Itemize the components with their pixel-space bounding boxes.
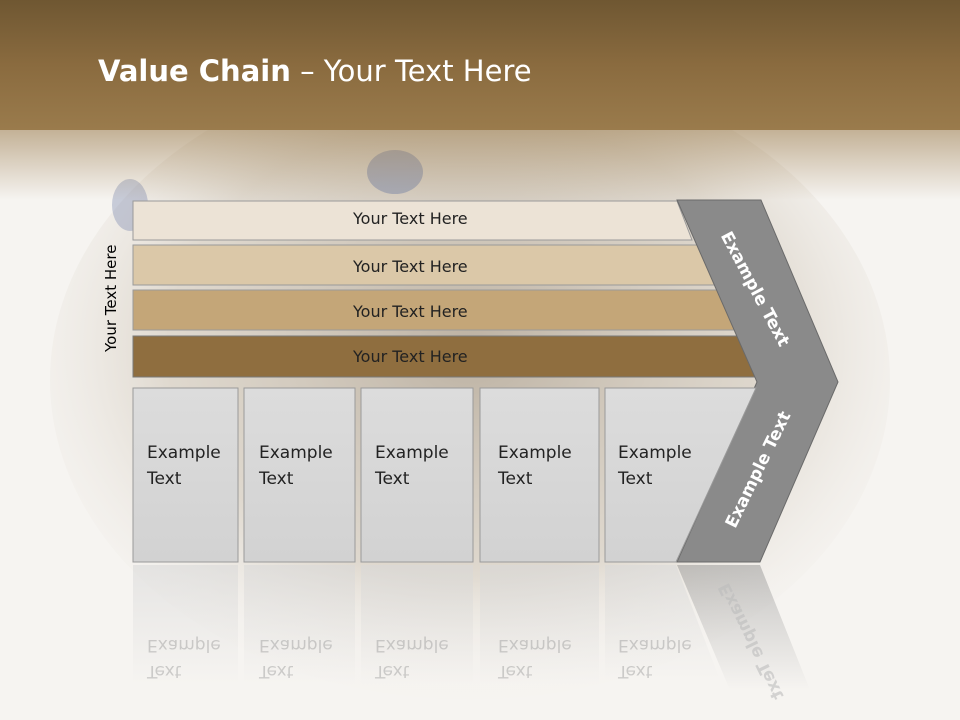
cell-3-reflection-line1: Example — [375, 635, 449, 655]
cell-reflection-2 — [244, 565, 355, 685]
cell-reflection-3 — [361, 565, 473, 685]
cell-3 — [360, 387, 474, 563]
cell-3-line2: Text — [375, 469, 410, 489]
cell-4 — [479, 387, 600, 563]
cell-4-line2: Text — [498, 469, 533, 489]
cell-4-reflection-line2: Text — [498, 661, 533, 681]
cell-5-line2: Text — [618, 469, 653, 489]
cell-reflection-1 — [133, 565, 238, 685]
cell-5 — [604, 387, 757, 563]
cell-5-reflection-line2: Text — [618, 661, 653, 681]
cell-4-reflection-line1: Example — [498, 635, 572, 655]
cell-2 — [243, 387, 356, 563]
cell-reflection-5 — [605, 565, 720, 680]
bar-4-label: Your Text Here — [353, 347, 468, 366]
cell-1-reflection-line1: Example — [147, 635, 221, 655]
cell-2-reflection-line1: Example — [259, 635, 333, 655]
bar-2-label: Your Text Here — [353, 257, 468, 276]
cell-2-line2: Text — [259, 469, 294, 489]
cell-4-line1: Example — [498, 443, 572, 463]
cell-1-line1: Example — [147, 443, 221, 463]
header-band — [0, 0, 960, 130]
bar-3-label: Your Text Here — [353, 302, 468, 321]
cell-3-reflection-text: Text Example — [375, 632, 449, 684]
bar-1-label: Your Text Here — [353, 209, 468, 228]
cell-2-reflection-line2: Text — [259, 661, 294, 681]
title-bold: Value Chain — [98, 54, 291, 88]
chevron-reflection — [677, 565, 810, 690]
cell-5-line1: Example — [618, 443, 692, 463]
cell-reflection-4 — [480, 565, 599, 685]
cell-1-reflection-text: Text Example — [147, 632, 221, 684]
header-fade — [0, 130, 960, 200]
bar-1 — [132, 200, 693, 241]
cell-2-reflection-text: Text Example — [259, 632, 333, 684]
slide-title: Value Chain – Your Text Here — [98, 54, 532, 88]
cell-1-line2: Text — [147, 469, 182, 489]
cell-4-reflection-text: Text Example — [498, 632, 572, 684]
cell-5-reflection-line1: Example — [618, 635, 692, 655]
cell-1-reflection-line2: Text — [147, 661, 182, 681]
cell-3-line1: Example — [375, 443, 449, 463]
title-rest: – Your Text Here — [290, 54, 532, 88]
cell-3-reflection-line2: Text — [375, 661, 410, 681]
cell-2-line1: Example — [259, 443, 333, 463]
cell-5-reflection-text: Text Example — [618, 632, 692, 684]
cell-1 — [132, 387, 239, 563]
